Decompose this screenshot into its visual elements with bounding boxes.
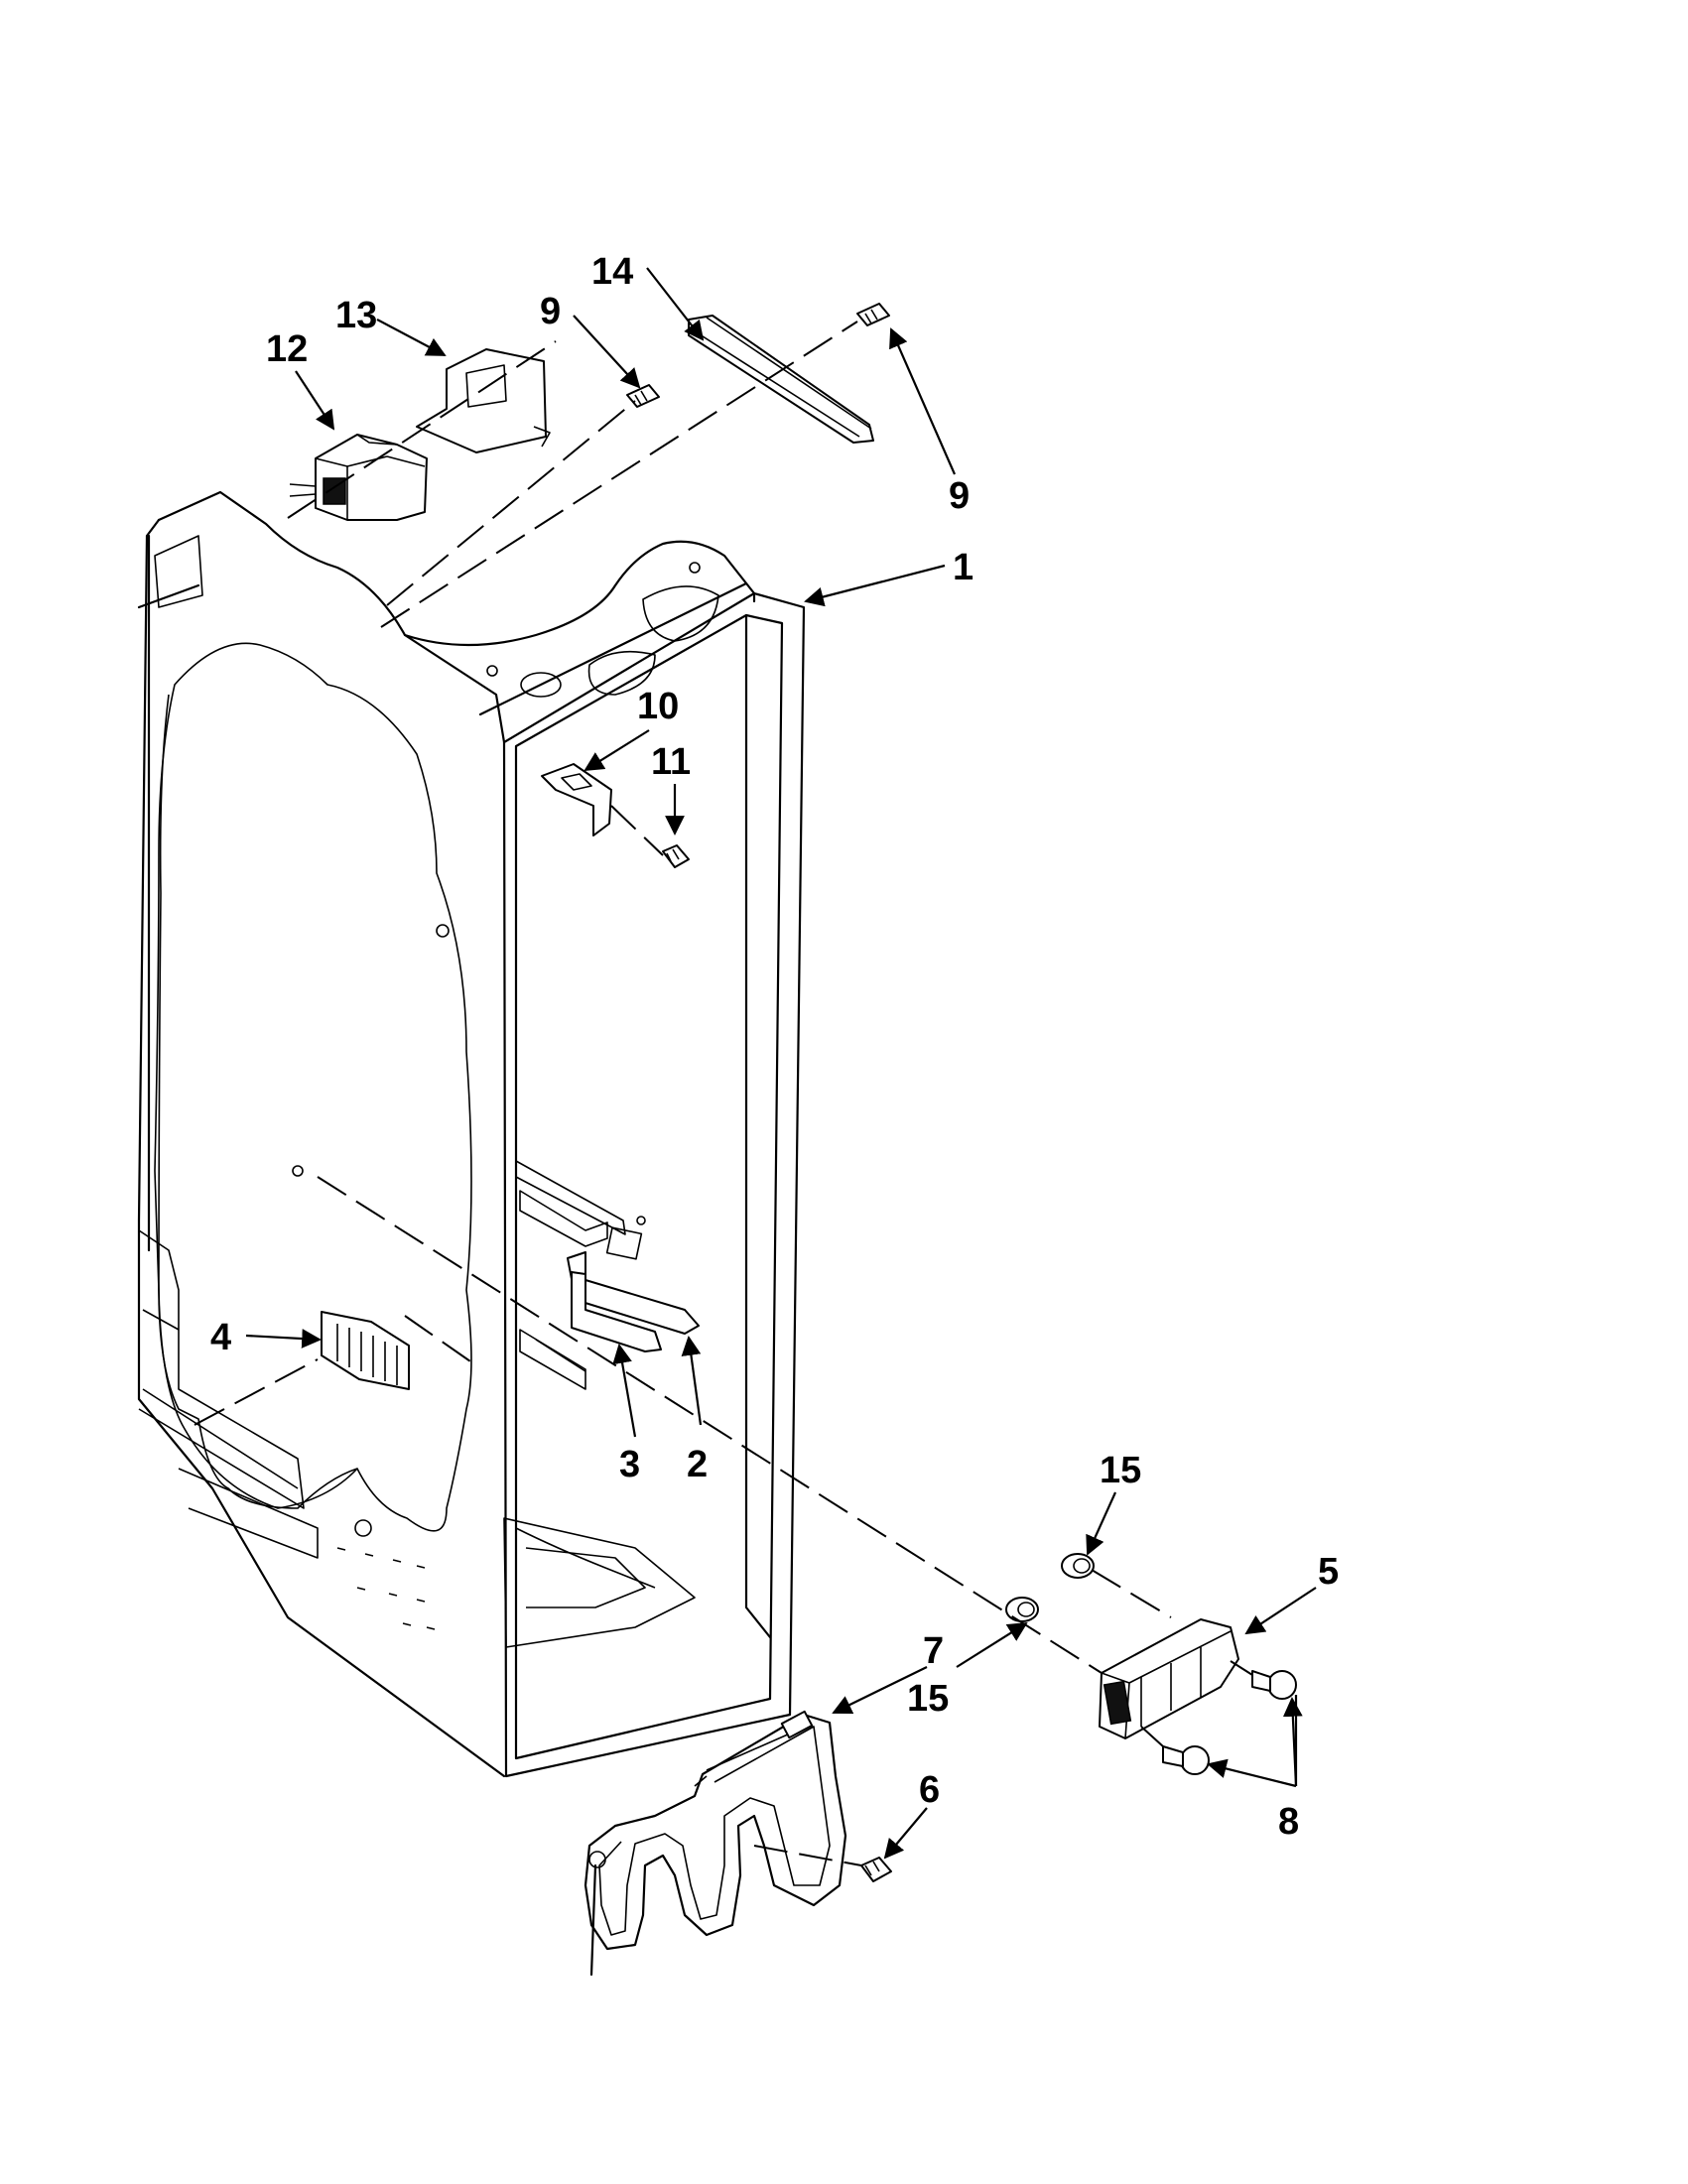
callout-1: 1: [953, 547, 974, 588]
part-9-screw-right: [856, 303, 890, 326]
part-3-strip: [571, 1271, 662, 1352]
callout-15-top: 15: [1100, 1450, 1141, 1491]
callout-3: 3: [619, 1444, 640, 1485]
part-8-screw-lower: [1162, 1745, 1210, 1775]
callout-5: 5: [1318, 1551, 1339, 1593]
part-11-screw: [662, 844, 690, 868]
callout-15-mid: 15: [907, 1678, 949, 1720]
callout-14: 14: [591, 251, 633, 293]
part-15-clip-top: [1061, 1553, 1095, 1579]
part-15-clip-mid: [1005, 1597, 1039, 1622]
callout-7: 7: [923, 1630, 944, 1672]
callout-9-right: 9: [949, 475, 970, 517]
leader-arrows: [245, 267, 1317, 1860]
assembly-lines: [194, 321, 1253, 1866]
callout-12: 12: [266, 328, 308, 370]
callout-6: 6: [919, 1769, 940, 1811]
callout-4: 4: [210, 1317, 231, 1358]
callout-11: 11: [651, 741, 691, 783]
part-14-channel-rail: [688, 315, 874, 444]
part-7-heater-coil: [584, 1710, 847, 1977]
part-10-bracket: [541, 763, 612, 836]
part-13-bracket: [416, 348, 551, 453]
part-8-screw-upper: [1251, 1670, 1297, 1700]
part-2-strip: [567, 1251, 700, 1335]
callout-9-top: 9: [540, 291, 561, 332]
callout-13: 13: [335, 295, 377, 336]
callout-labels: 14 13 12 9 9 1 10 11 4 3 2 15 5 7 15 6 8: [210, 251, 1339, 1843]
cabinet-liner: [137, 490, 806, 1778]
part-4-vent: [321, 1311, 410, 1390]
callout-8: 8: [1278, 1801, 1299, 1843]
part-9-screw-top: [626, 384, 660, 408]
callout-10: 10: [637, 686, 679, 727]
part-5-housing: [1099, 1618, 1239, 1739]
part-12-control-housing: [289, 434, 428, 521]
part-6-screw: [860, 1857, 892, 1882]
callout-2: 2: [687, 1444, 708, 1485]
